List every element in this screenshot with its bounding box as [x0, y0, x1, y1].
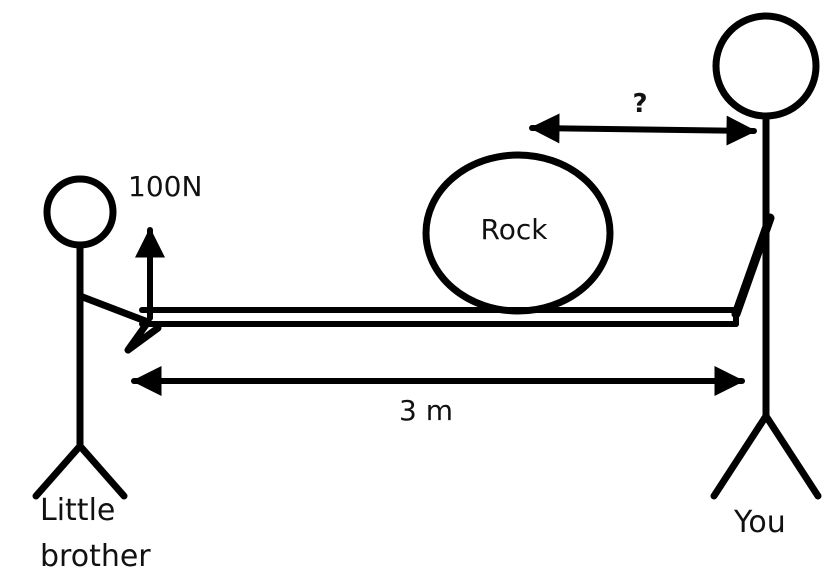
you-figure: [710, 12, 822, 500]
rock-label: Rock: [481, 213, 549, 246]
board: [139, 307, 739, 327]
little-brother-figure: [32, 175, 162, 500]
little-brother-arm: [76, 292, 162, 354]
unknown-distance-label: ?: [632, 89, 647, 119]
little-brother-label-line2: brother: [40, 539, 151, 570]
little-brother-label-line1: Little: [40, 493, 115, 528]
you-right-leg: [762, 412, 822, 500]
unknown-distance-arrow: [529, 113, 757, 146]
little-brother-head: [43, 175, 117, 249]
force-label: 100N: [128, 170, 202, 203]
little-brother-right-leg: [76, 442, 128, 500]
you-left-leg: [710, 412, 770, 500]
little-brother-left-leg: [32, 442, 84, 500]
rock-shape: [422, 151, 614, 315]
you-arm: [731, 213, 775, 319]
you-label: You: [733, 505, 786, 540]
total-distance-label: 3 m: [399, 394, 453, 427]
you-head: [712, 12, 820, 120]
